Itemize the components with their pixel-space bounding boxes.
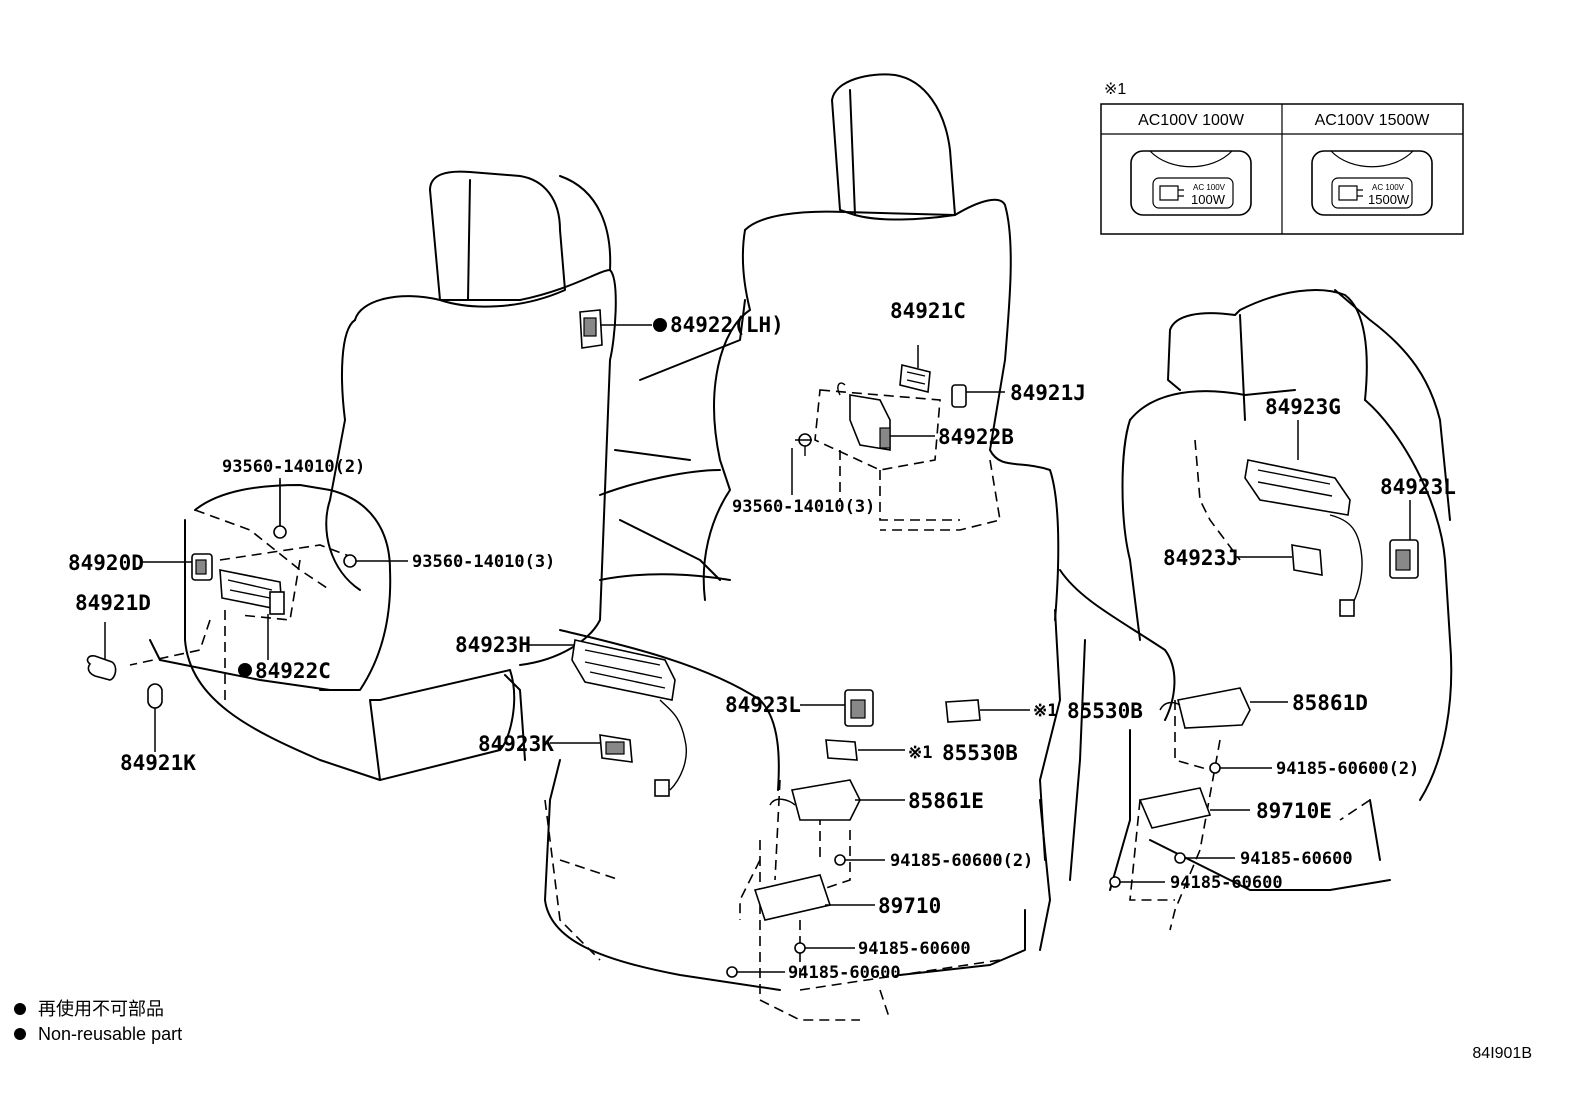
- label-84922-lh: 84922(LH): [670, 313, 784, 337]
- label-94185-b: 94185-60600: [788, 963, 901, 983]
- part-85861d-shape: [1159, 687, 1251, 729]
- part-84921k-shape: [147, 683, 163, 709]
- ref-mark-85530b-mid: ※1: [908, 743, 932, 763]
- label-93560-3-left: 93560-14010(3): [412, 552, 555, 572]
- legend-dot-en: [14, 1028, 26, 1040]
- label-84922b: 84922B: [938, 425, 1014, 449]
- outlet-100w-big: 100W: [1191, 192, 1226, 207]
- nut-94185-mid-shapes: [726, 854, 846, 978]
- label-85530b-mid: 85530B: [942, 741, 1018, 765]
- label-89710e: 89710E: [1256, 799, 1332, 823]
- part-84923h-shape: [571, 639, 687, 791]
- non-reusable-dot-84922-lh: [653, 318, 667, 332]
- outlet-100w-small: AC 100V: [1193, 183, 1226, 192]
- part-84920d-shape: [191, 553, 213, 581]
- reference-box: ※1 AC100V 100W AC100V 1500W AC 100V 100W…: [1100, 81, 1464, 235]
- outlet-1500w-icon: AC 100V 1500W: [1311, 150, 1433, 216]
- label-89710: 89710: [878, 894, 941, 918]
- outlet-100w-icon: AC 100V 100W: [1130, 150, 1252, 216]
- outlet-1500w-big: 1500W: [1368, 192, 1410, 207]
- left-seat-outline: [129, 170, 617, 781]
- label-84923g: 84923G: [1265, 395, 1341, 419]
- leader-lines: [104, 324, 1411, 973]
- part-85530b-right-shape: [945, 699, 981, 723]
- part-84922c-shape: [219, 569, 285, 615]
- label-84922c: 84922C: [255, 659, 331, 683]
- label-84923k: 84923K: [478, 732, 554, 756]
- screw-93560-3-left-shape: [343, 554, 357, 568]
- part-89710e-shape: [1138, 787, 1212, 829]
- part-84922b-shape: [837, 382, 891, 451]
- part-84921d-shape: [86, 655, 117, 681]
- part-89710-shape: [753, 874, 832, 921]
- center-seat-outline: [544, 73, 1060, 1021]
- label-93560-2: 93560-14010(2): [222, 457, 365, 477]
- reference-box-mark: ※1: [1104, 81, 1126, 98]
- label-84921k: 84921K: [120, 751, 196, 775]
- label-94185-a: 94185-60600: [858, 939, 971, 959]
- label-93560-top: 93560-14010(3): [732, 497, 875, 517]
- label-84921j: 84921J: [1010, 381, 1086, 405]
- non-reusable-dot-84922c: [238, 663, 252, 677]
- outlet-1500w-small: AC 100V: [1372, 183, 1405, 192]
- part-84923j-shape: [1291, 544, 1355, 617]
- part-84922-lh-shape: [579, 309, 603, 349]
- part-84923l-mid-shape: [844, 689, 874, 727]
- legend: 再使用不可部品 Non-reusable part: [14, 999, 182, 1044]
- label-94185-c: 94185-60600: [1240, 849, 1353, 869]
- label-84923l-mid: 84923L: [725, 693, 801, 717]
- label-84923l-right: 84923L: [1380, 475, 1456, 499]
- part-84921j-shape: [951, 384, 967, 408]
- screw-93560-top-shape: [795, 433, 812, 456]
- legend-jp: 再使用不可部品: [38, 999, 164, 1019]
- legend-dot-jp: [14, 1003, 26, 1015]
- reference-col-100w: AC100V 100W: [1138, 112, 1245, 129]
- label-84921d: 84921D: [75, 591, 151, 615]
- part-85530b-mid-shape: [825, 739, 858, 761]
- label-84921c: 84921C: [890, 299, 966, 323]
- part-84923l-right-shape: [1389, 539, 1419, 579]
- label-84923h: 84923H: [455, 633, 531, 657]
- label-85530b-right: 85530B: [1067, 699, 1143, 723]
- diagram-code: 84I901B: [1472, 1045, 1532, 1062]
- part-84923k-shape: [599, 734, 670, 797]
- label-84923j: 84923J: [1163, 546, 1239, 570]
- part-84921c-shape: [899, 363, 931, 394]
- part-85861e-shape: [769, 779, 861, 821]
- ref-mark-85530b-right: ※1: [1033, 701, 1057, 721]
- legend-en: Non-reusable part: [38, 1024, 182, 1044]
- reference-col-1500w: AC100V 1500W: [1315, 112, 1431, 129]
- label-94185-2-right: 94185-60600(2): [1276, 759, 1419, 779]
- right-seat-outline: [1039, 289, 1453, 931]
- label-85861d: 85861D: [1292, 691, 1368, 715]
- label-85861e: 85861E: [908, 789, 984, 813]
- label-84920d: 84920D: [68, 551, 144, 575]
- label-94185-2-mid: 94185-60600(2): [890, 851, 1033, 871]
- label-94185-d: 94185-60600: [1170, 873, 1283, 893]
- part-84923g-shape: [1244, 459, 1363, 616]
